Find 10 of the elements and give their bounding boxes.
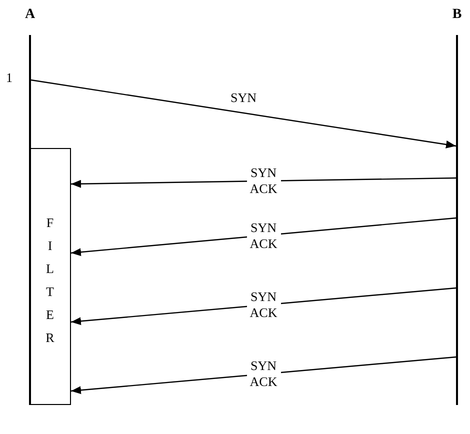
lifeline-label: A (24, 7, 36, 23)
filter-box (30, 148, 71, 405)
lifeline-label: B (451, 7, 463, 23)
step-number: 1 (6, 70, 12, 86)
arrow (70, 217, 456, 256)
arrow (70, 287, 456, 326)
arrow (30, 79, 456, 148)
arrow (71, 177, 456, 188)
filter-label: F I L T E R (45, 214, 55, 347)
arrow (70, 356, 456, 394)
